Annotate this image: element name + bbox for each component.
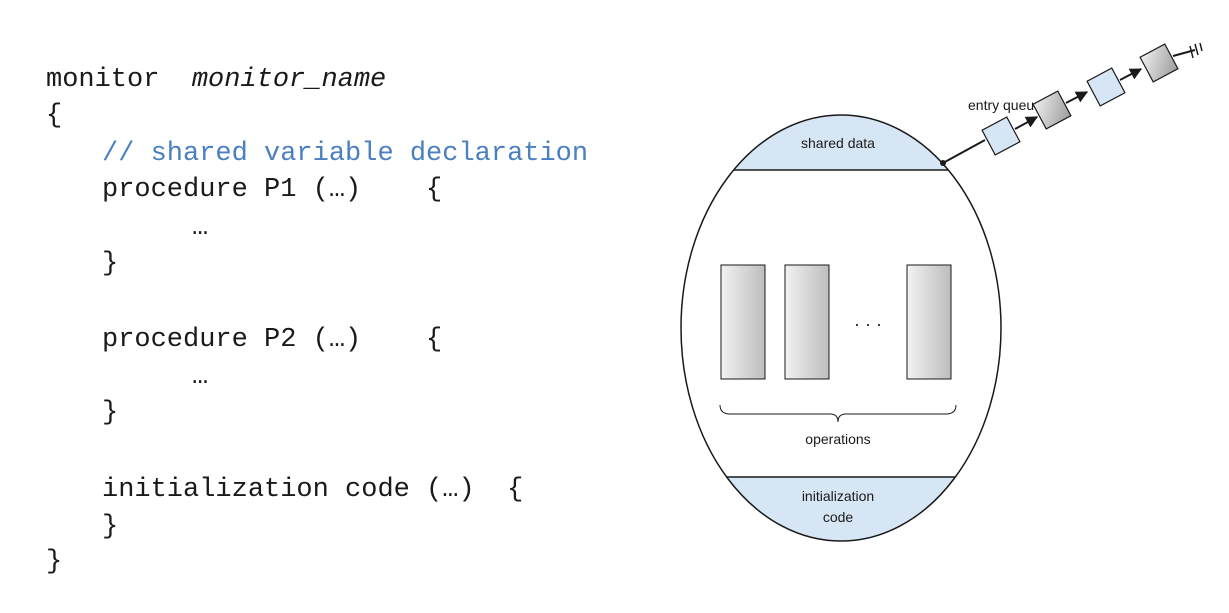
code-line-procedure-p2: procedure P2 (…) { [102, 325, 443, 355]
code-line-p1-body: … [192, 213, 209, 243]
queue-node-2 [1032, 90, 1072, 130]
code-line-p1-close: } [102, 249, 119, 279]
entry-queue [981, 42, 1203, 156]
operation-bar-1 [720, 264, 766, 380]
code-line-open-brace: { [46, 101, 63, 131]
operation-bar-2 [784, 264, 830, 380]
queue-connector-line [942, 139, 986, 164]
queue-tail-line [1172, 49, 1196, 57]
monitor-code-listing: monitor monitor_name { // shared variabl… [46, 62, 588, 577]
entry-queue-label: entry queue [968, 97, 1042, 113]
monitor-name: monitor_name [191, 65, 387, 95]
code-line-p2-body: … [192, 362, 209, 392]
shared-data-label: shared data [801, 135, 875, 151]
initialization-label-line1: initialization [802, 488, 874, 504]
code-line-close-brace: } [46, 547, 63, 577]
operations-ellipsis: · · · [854, 314, 882, 334]
queue-arrow-2 [1065, 91, 1089, 104]
operations-brace [719, 404, 957, 423]
code-line-procedure-p1: procedure P1 (…) { [102, 175, 443, 205]
monitor-keyword: monitor [46, 65, 160, 95]
code-line-comment: // shared variable declaration [102, 139, 589, 169]
initialization-code-region [681, 477, 1001, 541]
code-line-init-close: } [102, 512, 119, 542]
initialization-label-line2: code [823, 509, 854, 525]
monitor-ellipse [680, 114, 1002, 542]
queue-node-4 [1139, 43, 1179, 83]
code-line-p2-close: } [102, 398, 119, 428]
queue-arrow-3 [1119, 68, 1143, 81]
code-line-initialization: initialization code (…) { [102, 475, 524, 505]
shared-data-region [681, 115, 1001, 170]
queue-node-3 [1086, 67, 1126, 107]
code-line-monitor-declaration: monitor monitor_name [46, 62, 386, 98]
queue-node-1 [981, 116, 1021, 156]
queue-connection-dot [940, 160, 946, 166]
queue-ground-icon [1189, 42, 1203, 59]
queue-arrow-1 [1014, 116, 1039, 130]
operations-label: operations [805, 431, 870, 447]
operation-bar-3 [906, 264, 952, 380]
